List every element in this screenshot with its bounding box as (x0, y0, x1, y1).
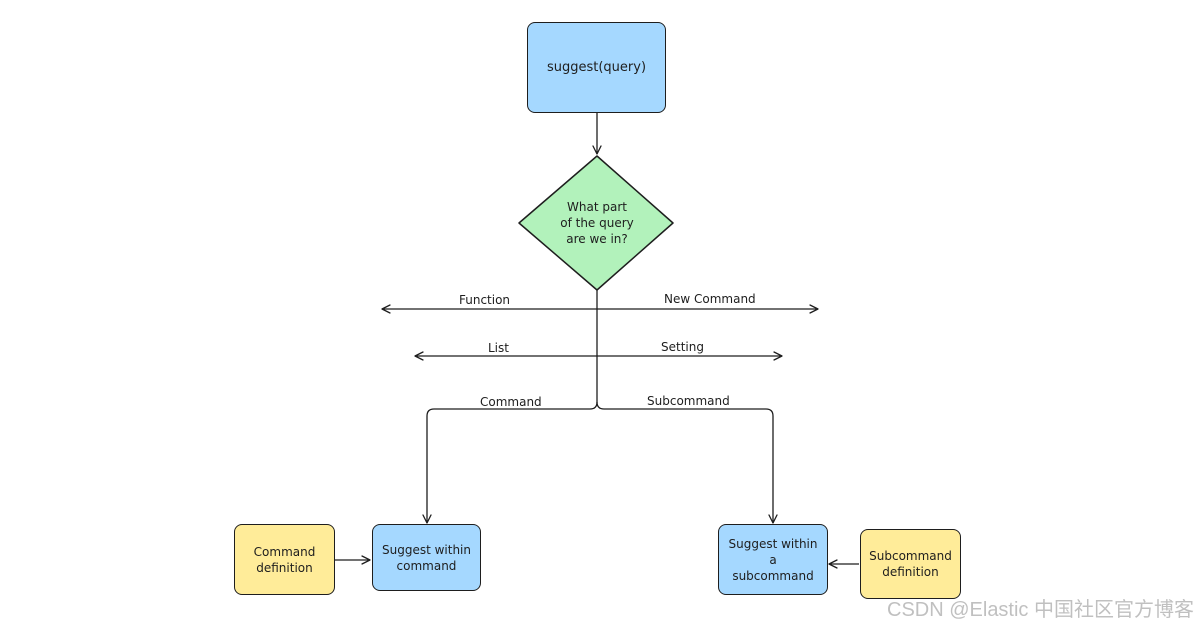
decision-label: What part of the query are we in? (560, 200, 634, 246)
command-definition-node: Command definition (234, 524, 335, 595)
arrow-subcommand (596, 401, 778, 524)
edge-label-command: Command (480, 395, 542, 409)
edge-label-list: List (488, 341, 509, 355)
watermark-text: CSDN @Elastic 中国社区官方博客 (887, 599, 1194, 621)
edge-label-subcommand: Subcommand (647, 394, 730, 408)
suggest-within-command-node: Suggest within command (372, 524, 481, 591)
edge-label-function: Function (459, 293, 511, 307)
subcommand-definition-node: Subcommand definition (860, 529, 961, 599)
edge-label-setting: Setting (661, 340, 704, 354)
suggest-within-subcommand-node: Suggest within a subcommand (718, 524, 828, 595)
edge-label-new-command: New Command (664, 292, 756, 306)
arrow-command (422, 401, 598, 524)
start-node: suggest(query) (527, 22, 666, 113)
